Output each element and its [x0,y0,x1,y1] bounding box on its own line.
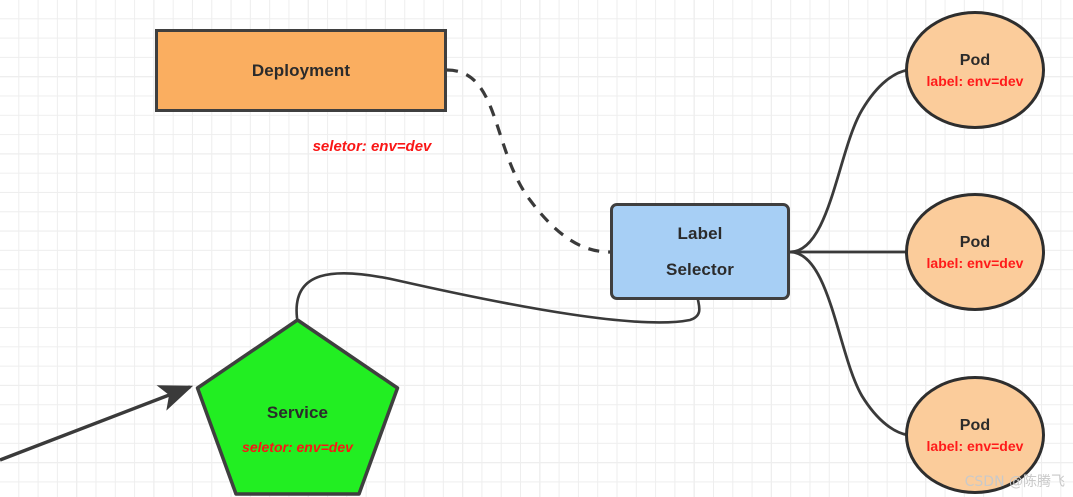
service-label: Service [266,402,329,422]
pod-3-label: Pod [959,416,991,434]
service-selector-caption: seletor: env=dev [242,438,353,455]
pod-1-label: Pod [959,51,991,69]
deployment-selector-caption: seletor: env=dev [312,138,432,155]
pod-node-3[interactable]: Pod label: env=dev [905,376,1045,494]
pod-2-selector-caption: label: env=dev [926,254,1024,271]
label-selector-line1: Label [677,223,723,243]
deployment-label: Deployment [251,60,351,80]
deployment-node[interactable]: Deployment [155,29,447,112]
pod-node-1[interactable]: Pod label: env=dev [905,11,1045,129]
edge-label-selector-to-pod-3 [788,250,910,437]
pentagon-shape [195,318,400,496]
pod-3-selector-caption: label: env=dev [926,437,1024,454]
edge-deployment-to-label-selector [446,68,611,254]
service-node[interactable]: Service seletor: env=dev [195,318,400,497]
edge-label-selector-to-pod-1 [788,68,910,254]
watermark: CSDN @陈腾飞 [964,474,1065,490]
label-selector-line2: Selector [666,259,734,279]
edge-incoming-traffic-arrow [0,385,194,462]
pod-node-2[interactable]: Pod label: env=dev [905,193,1045,311]
pod-2-label: Pod [959,233,991,251]
pod-1-selector-caption: label: env=dev [926,72,1024,89]
label-selector-node[interactable]: Label Selector [610,203,790,300]
